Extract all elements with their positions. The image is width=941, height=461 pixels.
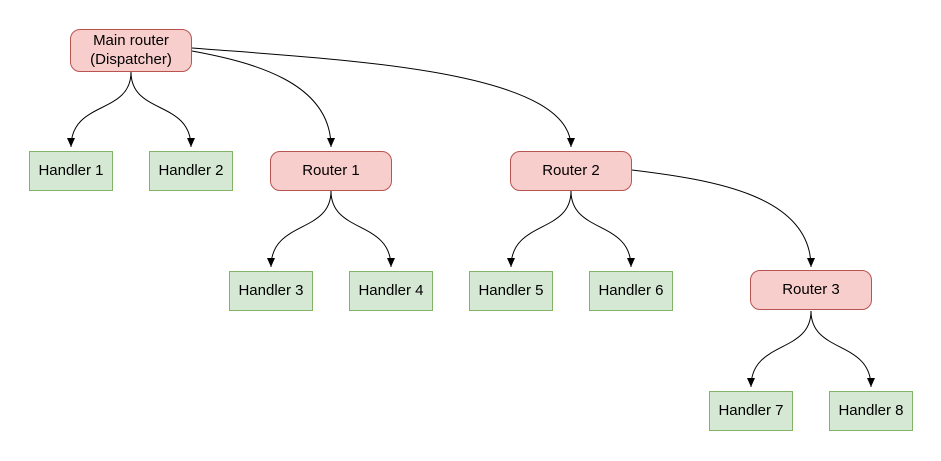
edge-router-2-to-handler-6 [570, 190, 635, 268]
node-handler-7-label: Handler 7 [718, 401, 784, 419]
node-handler-3-label: Handler 3 [238, 281, 304, 299]
edge-main-router-to-handler-1 [67, 71, 132, 148]
node-handler-2-label: Handler 2 [158, 161, 224, 179]
edge-main-router-to-handler-2 [130, 71, 195, 148]
node-router-1-label: Router 1 [302, 161, 360, 179]
edge-router-3-to-handler-8 [810, 310, 875, 388]
edge-router-1-to-handler-3 [267, 190, 332, 268]
node-router-1: Router 1 [270, 151, 392, 191]
node-router-3: Router 3 [750, 270, 872, 310]
node-main-router: Main router (Dispatcher) [70, 29, 192, 72]
node-handler-1: Handler 1 [29, 151, 113, 191]
node-handler-8-label: Handler 8 [838, 401, 904, 419]
node-router-2-label: Router 2 [542, 161, 600, 179]
node-handler-7: Handler 7 [709, 391, 793, 431]
node-handler-6-label: Handler 6 [598, 281, 664, 299]
node-handler-5: Handler 5 [469, 271, 553, 311]
edge-router-2-to-handler-5 [507, 190, 572, 268]
node-handler-2: Handler 2 [149, 151, 233, 191]
node-router-3-label: Router 3 [782, 280, 840, 298]
node-handler-6: Handler 6 [589, 271, 673, 311]
edge-main-router-to-router-2 [191, 47, 575, 148]
node-handler-3: Handler 3 [229, 271, 313, 311]
node-handler-1-label: Handler 1 [38, 161, 104, 179]
edge-router-2-to-router-3 [631, 169, 815, 268]
node-handler-4-label: Handler 4 [358, 281, 424, 299]
edge-router-3-to-handler-7 [747, 310, 812, 388]
node-handler-4: Handler 4 [349, 271, 433, 311]
node-router-2: Router 2 [510, 151, 632, 191]
edge-main-router-to-router-1 [191, 50, 335, 148]
node-handler-5-label: Handler 5 [478, 281, 544, 299]
edge-router-1-to-handler-4 [330, 190, 395, 268]
node-main-router-label: Main router (Dispatcher) [90, 31, 172, 68]
node-handler-8: Handler 8 [829, 391, 913, 431]
